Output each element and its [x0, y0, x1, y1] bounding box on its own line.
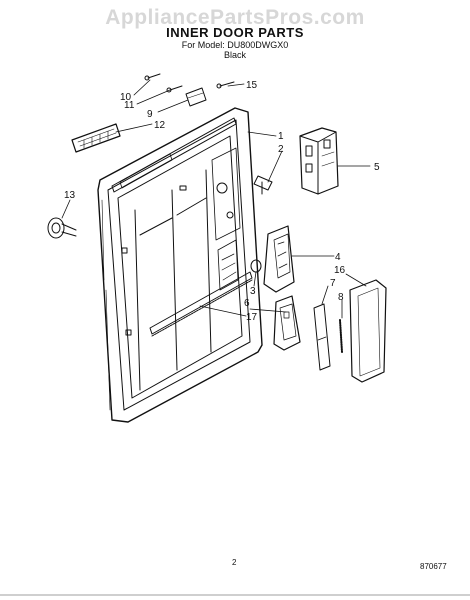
document-code: 870677 — [420, 562, 447, 571]
model-label: For Model: DU800DWGX0 — [181, 40, 289, 50]
door-handle — [71, 123, 121, 153]
callout-9: 9 — [147, 109, 153, 120]
wire-connector — [250, 259, 262, 273]
leader-lines — [61, 79, 371, 319]
page-number: 2 — [232, 558, 237, 567]
callout-13: 13 — [64, 190, 76, 201]
mounting-screw — [216, 81, 235, 89]
actuator-bar — [313, 303, 331, 371]
callout-16: 16 — [334, 265, 346, 276]
callout-17: 17 — [246, 312, 258, 323]
callout-11: 11 — [124, 100, 135, 111]
callout-10: 10 — [120, 92, 132, 103]
callout-8: 8 — [338, 292, 344, 303]
callout-6: 6 — [244, 298, 250, 309]
color-label: Black — [223, 50, 246, 60]
control-module — [299, 127, 339, 195]
callout-7: 7 — [330, 278, 336, 289]
callout-4: 4 — [335, 252, 341, 263]
latch-assembly — [263, 225, 295, 293]
inner-door-panel — [97, 107, 263, 423]
callout-2: 2 — [278, 144, 284, 155]
bottom-rule — [0, 594, 470, 596]
small-screws — [144, 73, 183, 93]
bottom-seal-strip — [149, 271, 253, 337]
vent-cap — [185, 87, 207, 107]
door-knob — [47, 217, 77, 239]
latch-bracket — [253, 175, 273, 195]
switch-assembly — [273, 295, 301, 351]
watermark: AppliancePartsPros.com — [105, 6, 365, 29]
callout-labels: 1 2 3 4 5 6 7 8 9 10 11 12 13 15 16 17 — [64, 80, 380, 323]
side-trim-panel — [349, 279, 387, 383]
callout-5: 5 — [374, 162, 380, 173]
callout-1: 1 — [278, 131, 284, 142]
callout-3: 3 — [250, 286, 256, 297]
spring — [339, 319, 343, 353]
callout-15: 15 — [246, 80, 258, 91]
page-title: INNER DOOR PARTS — [166, 25, 304, 40]
callout-12: 12 — [154, 120, 166, 131]
